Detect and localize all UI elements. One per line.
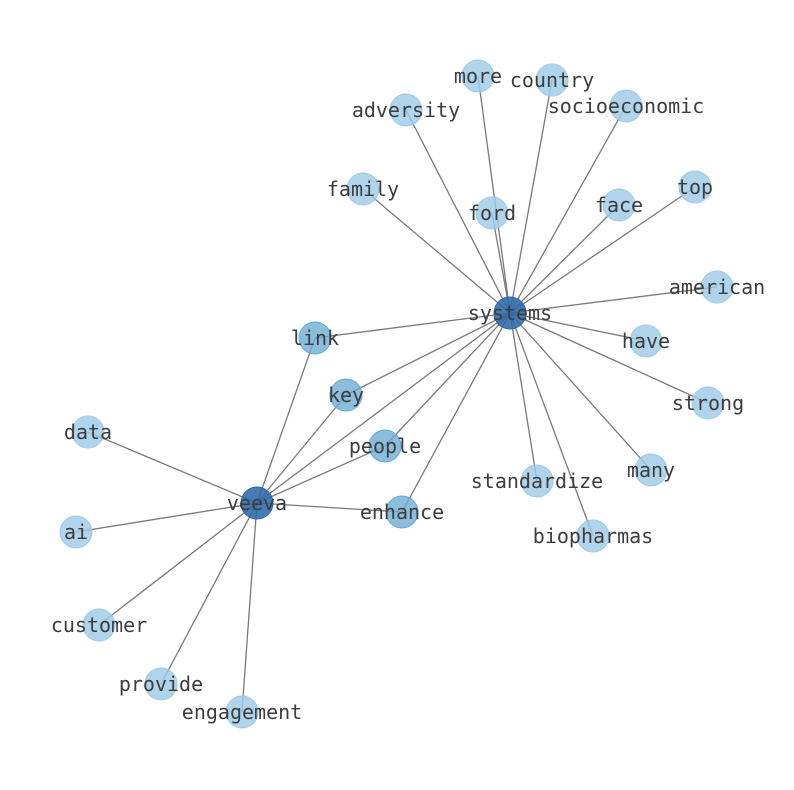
edge-systems-biopharmas xyxy=(509,312,594,537)
edge-veeva-data xyxy=(87,431,258,504)
node-provide xyxy=(144,667,178,701)
node-face xyxy=(602,188,636,222)
edge-systems-standardize xyxy=(509,312,538,482)
node-label-veeva: veeva xyxy=(227,491,287,515)
node-more xyxy=(461,59,495,93)
node-label-more: more xyxy=(454,64,502,88)
node-standardize xyxy=(520,464,554,498)
node-family xyxy=(346,172,380,206)
edge-systems-adversity xyxy=(405,109,511,314)
node-ford xyxy=(475,196,509,230)
node-label-country: country xyxy=(510,68,594,92)
edge-systems-family xyxy=(362,188,511,314)
node-label-standardize: standardize xyxy=(471,469,603,493)
node-label-engagement: engagement xyxy=(182,700,302,724)
node-label-enhance: enhance xyxy=(360,500,444,524)
node-label-data: data xyxy=(64,420,112,444)
edge-layer xyxy=(75,75,718,713)
node-link xyxy=(298,321,332,355)
edge-systems-face xyxy=(509,204,620,314)
node-american xyxy=(700,270,734,304)
edge-systems-top xyxy=(509,186,696,314)
node-label-people: people xyxy=(349,434,421,458)
node-label-systems: systems xyxy=(468,301,552,325)
node-label-many: many xyxy=(627,458,675,482)
edge-veeva-link xyxy=(256,337,316,504)
node-top xyxy=(678,170,712,204)
edge-systems-country xyxy=(509,79,553,314)
node-label-biopharmas: biopharmas xyxy=(533,524,653,548)
edge-veeva-people xyxy=(256,445,386,504)
edge-veeva-customer xyxy=(98,502,258,626)
node-label-socioeconomic: socioeconomic xyxy=(548,94,705,118)
edge-systems-people xyxy=(384,312,511,447)
node-systems xyxy=(493,296,527,330)
node-data xyxy=(71,415,105,449)
node-have xyxy=(629,324,663,358)
node-layer xyxy=(59,59,734,729)
node-strong xyxy=(691,386,725,420)
node-label-link: link xyxy=(291,326,339,350)
edge-systems-veeva xyxy=(256,312,511,504)
edge-systems-socioeconomic xyxy=(509,105,627,314)
node-many xyxy=(634,453,668,487)
edge-systems-many xyxy=(509,312,652,471)
edge-systems-key xyxy=(345,312,511,396)
node-label-key: key xyxy=(328,383,364,407)
edge-veeva-ai xyxy=(75,502,258,533)
node-ai xyxy=(59,515,93,549)
edge-systems-enhance xyxy=(401,312,511,513)
node-label-have: have xyxy=(622,329,670,353)
edge-veeva-key xyxy=(256,394,347,504)
node-people xyxy=(368,429,402,463)
edge-systems-american xyxy=(509,286,718,314)
edge-systems-more xyxy=(477,75,511,314)
node-label-provide: provide xyxy=(119,672,203,696)
edge-veeva-engagement xyxy=(241,502,258,713)
edge-systems-link xyxy=(314,312,511,339)
node-adversity xyxy=(389,93,423,127)
node-label-ford: ford xyxy=(468,201,516,225)
node-enhance xyxy=(385,495,419,529)
edge-systems-strong xyxy=(509,312,709,404)
edge-systems-ford xyxy=(491,212,511,314)
node-veeva xyxy=(240,486,274,520)
node-label-face: face xyxy=(595,193,643,217)
node-label-strong: strong xyxy=(672,391,744,415)
node-label-american: american xyxy=(669,275,765,299)
node-biopharmas xyxy=(576,519,610,553)
node-label-top: top xyxy=(677,175,713,199)
node-label-customer: customer xyxy=(51,613,147,637)
node-label-family: family xyxy=(327,177,399,201)
node-key xyxy=(329,378,363,412)
edge-veeva-provide xyxy=(160,502,258,685)
node-customer xyxy=(82,608,116,642)
node-label-adversity: adversity xyxy=(352,98,460,122)
label-layer: systems veeva link key people enhance more coun… xyxy=(51,64,765,724)
edge-veeva-enhance xyxy=(256,502,403,513)
node-socioeconomic xyxy=(609,89,643,123)
node-label-ai: ai xyxy=(64,520,88,544)
node-engagement xyxy=(225,695,259,729)
edge-systems-have xyxy=(509,312,647,342)
node-country xyxy=(535,63,569,97)
